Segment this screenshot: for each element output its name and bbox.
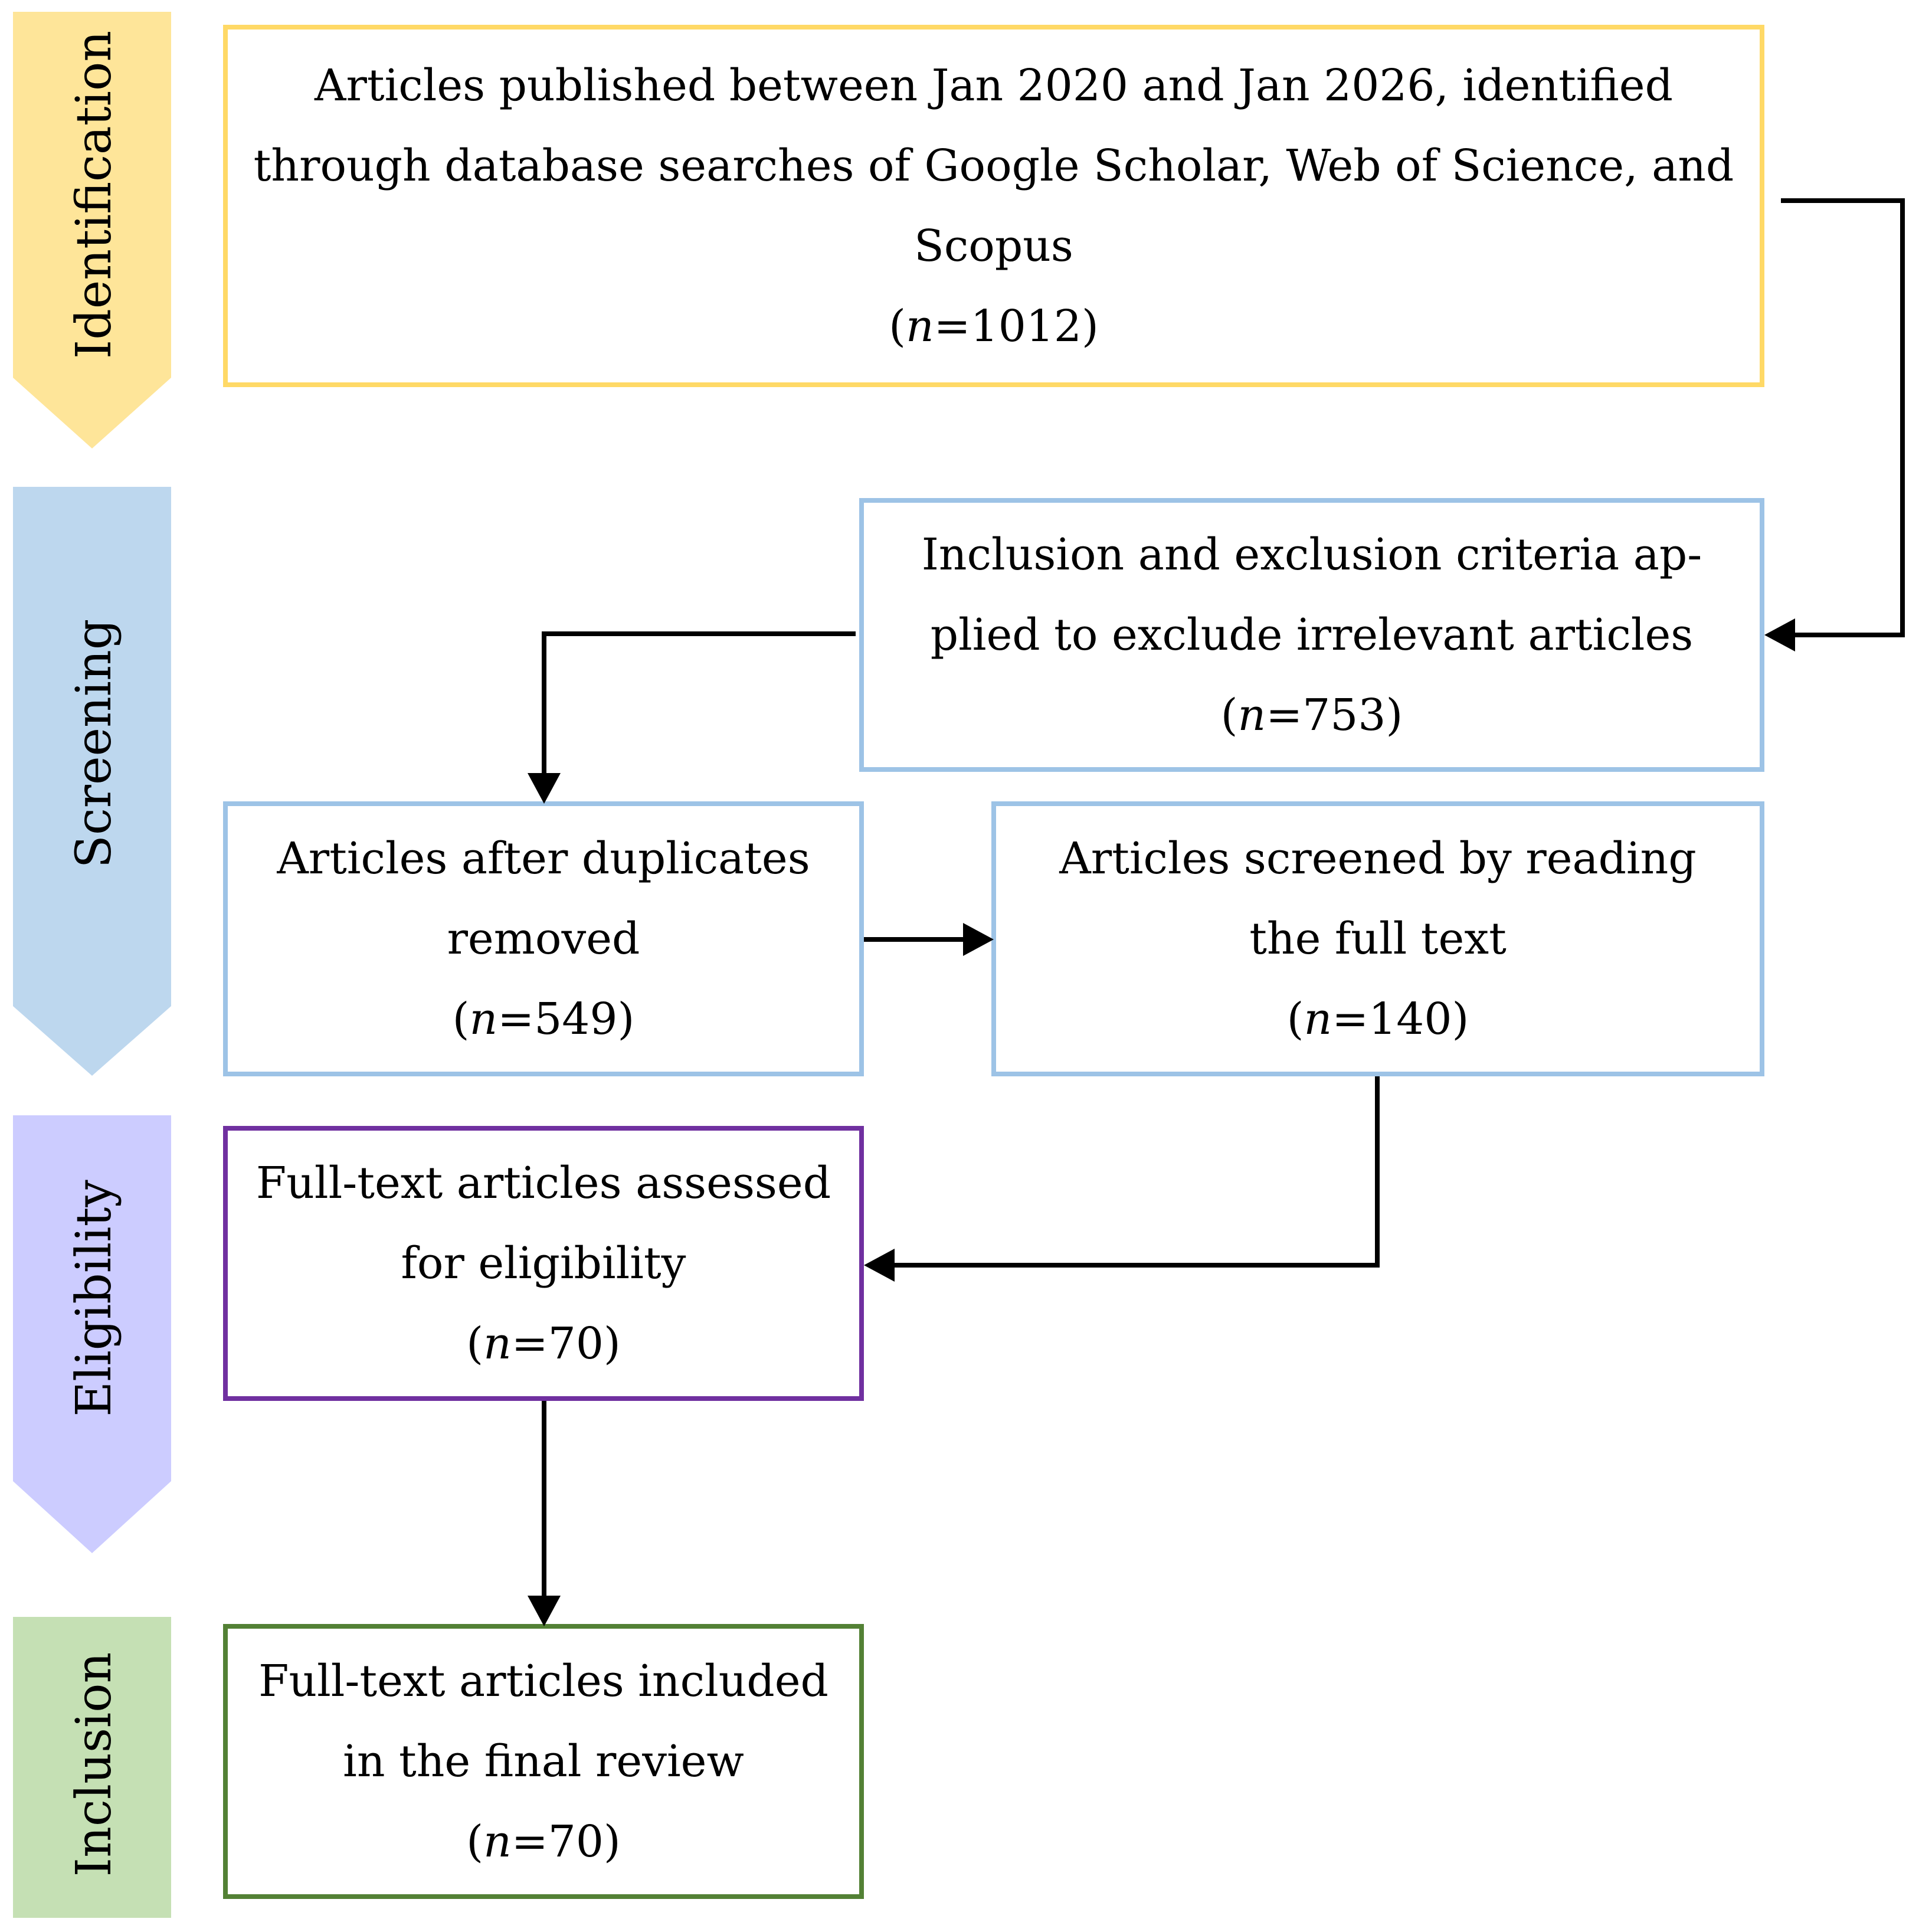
criteria-box: Inclusion and exclusion criteria ap- pli… <box>859 498 1764 772</box>
criteria-n-label: n <box>1237 690 1266 741</box>
fulltext-screened-line-2: the full text <box>1249 913 1507 964</box>
arrowhead-criteria-to-duplicates <box>528 773 561 804</box>
included-line-1: Full-text articles included <box>258 1656 828 1707</box>
eligibility-band <box>13 1115 171 1553</box>
identified-n-label: n <box>906 301 934 352</box>
eligibility-line-1: Full-text articles assessed <box>256 1158 831 1209</box>
screening-band <box>13 487 171 1076</box>
arrow-criteria-to-duplicates <box>542 631 856 774</box>
fulltext-screened-count: (n=140) <box>1286 994 1469 1044</box>
criteria-count: (n=753) <box>1220 690 1403 741</box>
included-count: (n=70) <box>466 1816 621 1867</box>
included-box: Full-text articles included in the final… <box>223 1624 864 1899</box>
eligibility-n-value: =70 <box>511 1318 604 1369</box>
arrowhead-fulltext-to-eligibility <box>864 1249 895 1282</box>
included-n-value: =70 <box>511 1816 604 1867</box>
criteria-n-value: =753 <box>1266 690 1386 741</box>
fulltext-screened-line-1: Articles screened by reading <box>1059 833 1697 884</box>
arrowhead-identified-to-criteria <box>1764 618 1795 651</box>
identified-line-3: Scopus <box>914 221 1073 271</box>
fulltext-screened-n-label: n <box>1304 994 1332 1044</box>
identified-count: (n=1012) <box>889 301 1099 352</box>
eligibility-box: Full-text articles assessed for eligibil… <box>223 1126 864 1401</box>
inclusion-band <box>13 1617 171 1918</box>
eligibility-count: (n=70) <box>466 1318 621 1369</box>
included-line-2: in the final review <box>343 1736 744 1787</box>
arrow-identified-to-criteria <box>1781 198 1905 637</box>
included-n-label: n <box>483 1816 512 1867</box>
duplicates-n-label: n <box>469 994 498 1044</box>
eligibility-n-label: n <box>483 1318 512 1369</box>
arrowhead-duplicates-to-fulltext <box>963 923 994 956</box>
identified-box: Articles published between Jan 2020 and … <box>223 25 1764 387</box>
identified-line-2: through database searches of Google Scho… <box>253 140 1734 191</box>
arrow-fulltext-to-eligibility <box>891 1076 1380 1268</box>
eligibility-line-2: for eligibility <box>401 1238 686 1289</box>
duplicates-n-value: =549 <box>497 994 618 1044</box>
duplicates-box: Articles after duplicates removed (n=549… <box>223 801 864 1076</box>
arrowhead-eligibility-to-included <box>528 1596 561 1626</box>
identified-n-value: =1012 <box>934 301 1082 352</box>
fulltext-screened-n-value: =140 <box>1332 994 1452 1044</box>
fulltext-screened-box: Articles screened by reading the full te… <box>991 801 1764 1076</box>
criteria-line-1: Inclusion and exclusion criteria ap- <box>921 529 1702 580</box>
criteria-line-2: plied to exclude irrelevant articles <box>930 610 1694 660</box>
duplicates-line-2: removed <box>447 913 640 964</box>
duplicates-count: (n=549) <box>452 994 635 1044</box>
identification-band <box>13 12 171 448</box>
identified-line-1: Articles published between Jan 2020 and … <box>315 60 1673 111</box>
duplicates-line-1: Articles after duplicates <box>277 833 810 884</box>
